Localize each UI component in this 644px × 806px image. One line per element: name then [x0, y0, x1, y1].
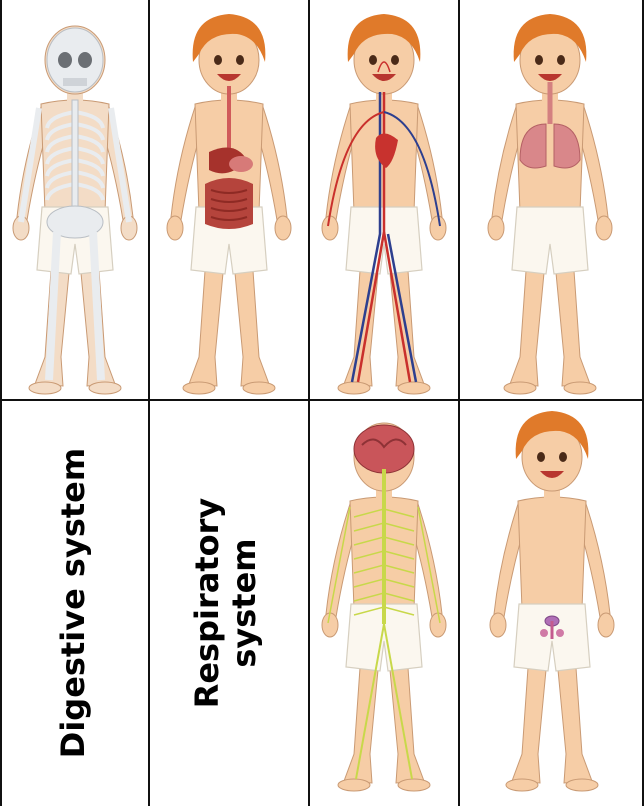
brain-nerves-icon: [310, 401, 458, 806]
card-circulatory: [310, 0, 458, 399]
reproductive-organs-icon: [460, 401, 642, 806]
label-respiratory-system: Respiratory system: [189, 402, 269, 804]
digestive-organs-icon: [150, 0, 308, 399]
skeleton-icon: [2, 0, 148, 399]
card-label-respiratory: Respiratory system: [150, 401, 308, 806]
card-label-digestive: Digestive system: [2, 401, 148, 806]
card-digestive: [150, 0, 308, 399]
card-reproductive: [460, 401, 642, 806]
card-respiratory: [460, 0, 642, 399]
blood-vessels-icon: [310, 0, 458, 399]
lungs-icon: [460, 0, 642, 399]
card-nervous: [310, 401, 458, 806]
label-digestive-system: Digestive system: [55, 401, 95, 806]
card-skeletal: [2, 0, 148, 399]
